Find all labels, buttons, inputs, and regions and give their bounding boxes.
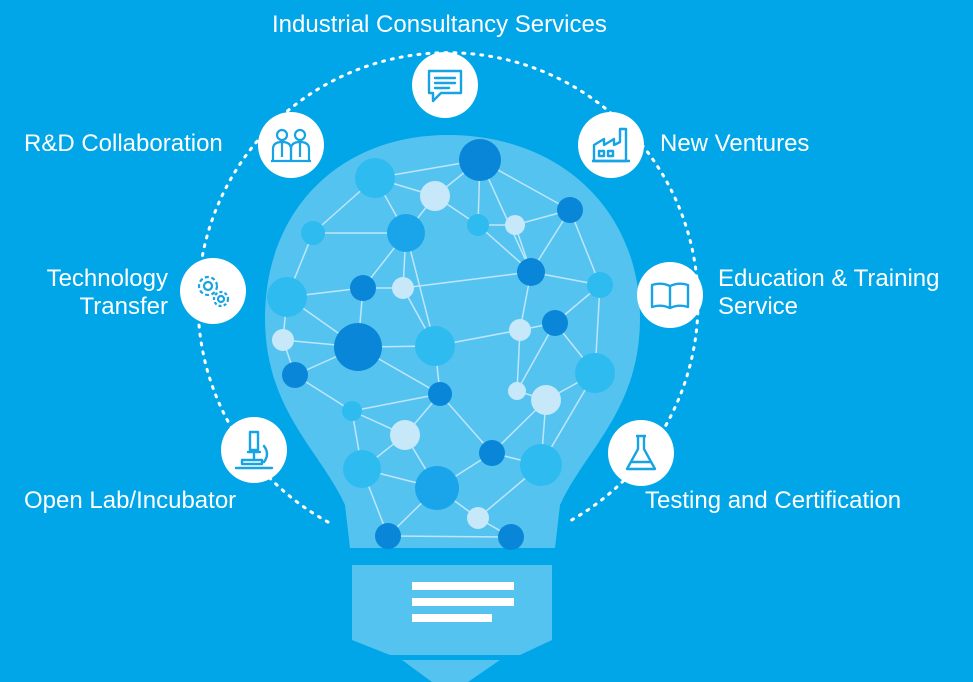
network-node (355, 158, 395, 198)
service-label-education: Education & Training Service (718, 265, 940, 320)
service-label-ventures: New Ventures (660, 130, 810, 157)
network-node (301, 221, 325, 245)
bulb-base (352, 565, 552, 682)
open-book-icon (637, 262, 703, 328)
network-node (467, 507, 489, 529)
network-edge (402, 271, 532, 289)
network-node (479, 440, 505, 466)
network-node (520, 444, 562, 486)
service-label-tech-transfer: Technology Transfer (46, 265, 168, 320)
factory-icon (578, 112, 644, 178)
network-node (531, 385, 561, 415)
network-node (428, 382, 452, 406)
network-node (282, 362, 308, 388)
network-edge (351, 393, 441, 412)
network-node (267, 277, 307, 317)
network-node (334, 323, 382, 371)
chat-bubble-icon (412, 52, 478, 118)
network-edge (439, 393, 493, 454)
network-node (508, 382, 526, 400)
microscope-icon (221, 417, 287, 483)
service-label-consultancy: Industrial Consultancy Services (272, 11, 607, 38)
network-node (420, 181, 450, 211)
service-label-open-lab: Open Lab/Incubator (24, 487, 237, 514)
network-node (542, 310, 568, 336)
network-node (587, 272, 613, 298)
network-node (390, 420, 420, 450)
flask-icon (608, 420, 674, 486)
network-node (342, 401, 362, 421)
two-people-icon (258, 112, 324, 178)
network-nodes (267, 139, 615, 550)
network-node (575, 353, 615, 393)
network-edge (387, 535, 512, 538)
network-node (272, 329, 294, 351)
network-node (387, 214, 425, 252)
network-node (557, 197, 583, 223)
network-node (498, 524, 524, 550)
network-node (509, 319, 531, 341)
network-node (343, 450, 381, 488)
network-node (505, 215, 525, 235)
network-edge (569, 209, 601, 286)
network-node (350, 275, 376, 301)
network-node (467, 214, 489, 236)
network-node (517, 258, 545, 286)
network-node (459, 139, 501, 181)
service-label-rnd: R&D Collaboration (24, 130, 223, 157)
network-node (392, 277, 414, 299)
network-node (415, 466, 459, 510)
network-node (375, 523, 401, 549)
service-label-testing: Testing and Certification (645, 487, 902, 514)
gears-icon (180, 258, 246, 324)
network-node (415, 326, 455, 366)
